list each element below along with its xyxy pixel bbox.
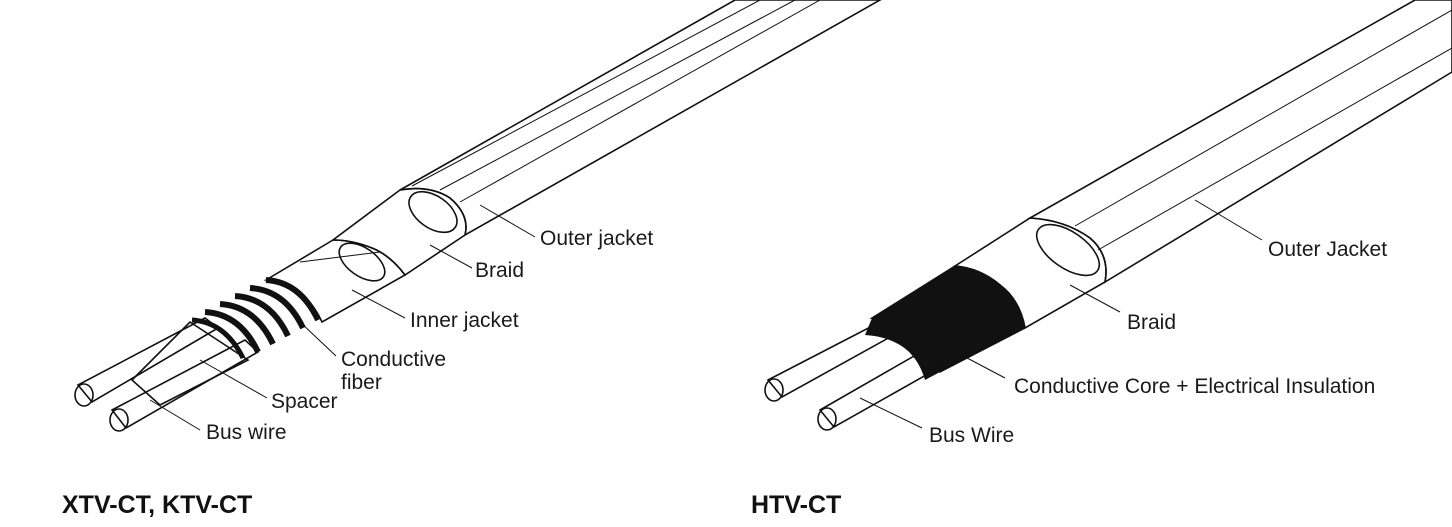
- label-conductive-fiber-line1: Conductive: [341, 348, 446, 371]
- label-bus-wire: Bus wire: [206, 421, 287, 444]
- label-braid: Braid: [475, 259, 524, 282]
- right-bus-wires: [764, 320, 944, 431]
- left-cable-title: XTV-CT, KTV-CT: [62, 491, 252, 519]
- left-bus-wires: [74, 317, 260, 432]
- leader-inner-jacket: [351, 289, 406, 319]
- label-inner-jacket: Inner jacket: [410, 309, 519, 332]
- leader-conductive-fiber: [299, 321, 337, 357]
- leader-braid: [429, 244, 473, 269]
- left-conductive-fiber: [191, 277, 321, 360]
- leader-outer-jacket: [479, 204, 536, 238]
- label-spacer: Spacer: [271, 390, 338, 413]
- label-conductive-fiber-line2: fiber: [341, 371, 382, 394]
- leader-bus-wire-right: [859, 397, 923, 429]
- leader-spacer: [199, 359, 268, 399]
- leader-braid-right: [1069, 284, 1121, 313]
- leader-bus-wire: [149, 399, 201, 431]
- left-inner-jacket: [263, 239, 407, 324]
- right-outer-jacket: [1027, 0, 1452, 284]
- label-braid-right: Braid: [1127, 311, 1176, 334]
- left-cable-drawing: Outer jacket Braid Inner jacket Conducti…: [62, 0, 882, 519]
- leader-outer-jacket-right: [1194, 199, 1263, 241]
- right-cable-drawing: Outer Jacket Braid Conductive Core + Ele…: [751, 0, 1452, 519]
- left-outer-jacket: [399, 0, 882, 237]
- label-outer-jacket-right: Outer Jacket: [1268, 238, 1387, 261]
- left-braid: [330, 187, 467, 277]
- right-cable-title: HTV-CT: [751, 491, 841, 519]
- label-conductive-core: Conductive Core + Electrical Insulation: [1014, 375, 1375, 398]
- label-bus-wire-right: Bus Wire: [929, 424, 1014, 447]
- left-leader-lines: [149, 204, 536, 431]
- leader-conductive-core: [951, 349, 1006, 379]
- label-outer-jacket: Outer jacket: [540, 227, 653, 250]
- right-leader-lines: [859, 199, 1263, 429]
- left-spacer: [130, 320, 250, 406]
- right-conductive-core: [865, 265, 1026, 380]
